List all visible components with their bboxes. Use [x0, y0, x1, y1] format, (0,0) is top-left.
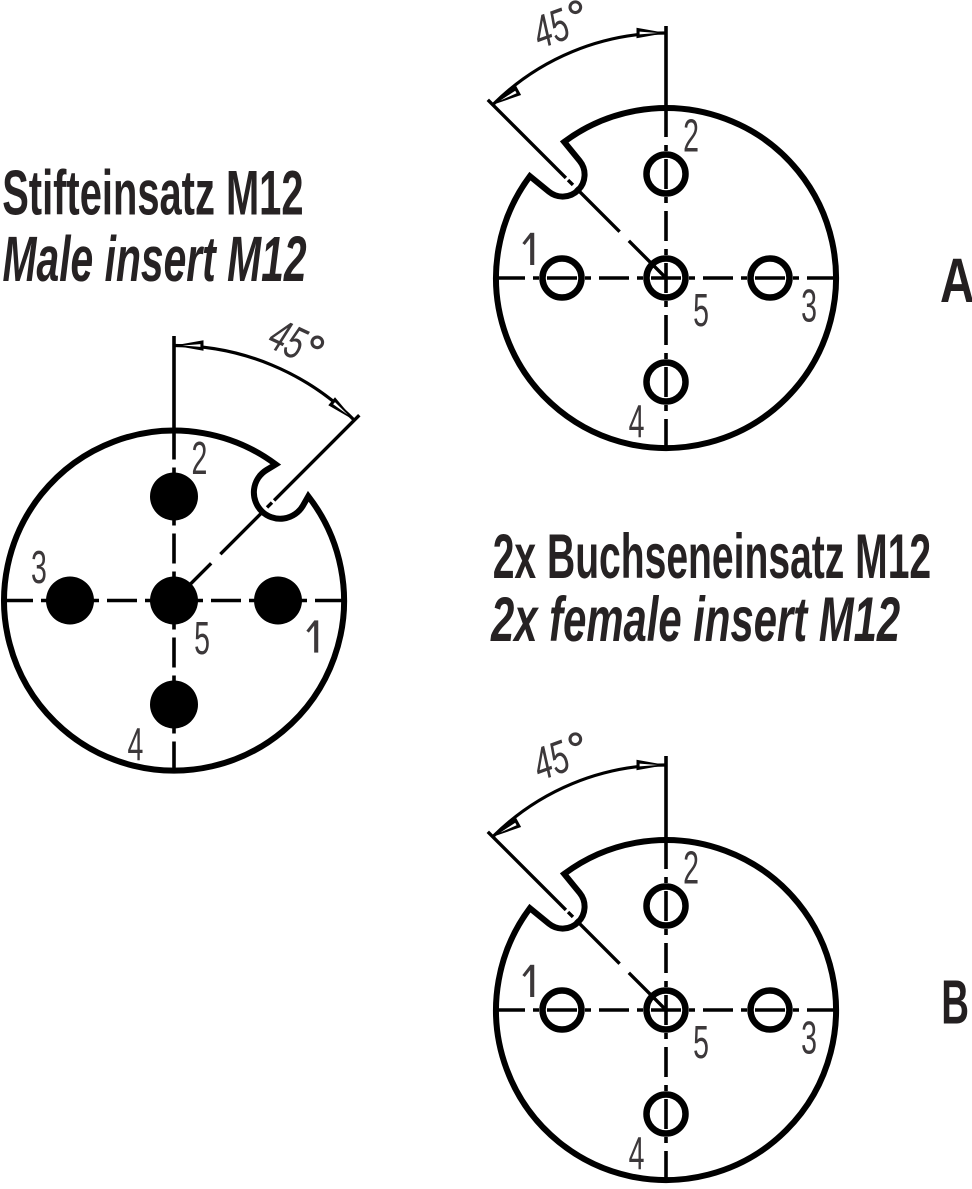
- svg-text:2x Buchseneinsatz M12: 2x Buchseneinsatz M12: [493, 523, 931, 593]
- svg-text:2x female insert M12: 2x female insert M12: [490, 586, 900, 656]
- svg-text:A: A: [940, 244, 972, 315]
- svg-text:5: 5: [693, 1017, 709, 1069]
- svg-text:4: 4: [629, 1128, 645, 1180]
- svg-text:2: 2: [683, 843, 699, 895]
- svg-text:3: 3: [801, 281, 817, 333]
- svg-text:2: 2: [191, 433, 207, 485]
- svg-text:45: 45: [526, 732, 576, 791]
- svg-text:2: 2: [683, 111, 699, 163]
- svg-text:5: 5: [693, 285, 709, 337]
- svg-text:5: 5: [194, 613, 210, 665]
- svg-text:B: B: [941, 967, 969, 1037]
- svg-text:45: 45: [261, 310, 314, 370]
- svg-text:4: 4: [127, 719, 143, 771]
- svg-text:Male insert M12: Male insert M12: [3, 224, 307, 296]
- svg-text:3: 3: [801, 1013, 817, 1065]
- svg-text:45: 45: [526, 0, 576, 59]
- svg-text:3: 3: [31, 542, 47, 594]
- svg-text:Stifteinsatz M12: Stifteinsatz M12: [2, 158, 303, 229]
- svg-text:4: 4: [629, 396, 645, 448]
